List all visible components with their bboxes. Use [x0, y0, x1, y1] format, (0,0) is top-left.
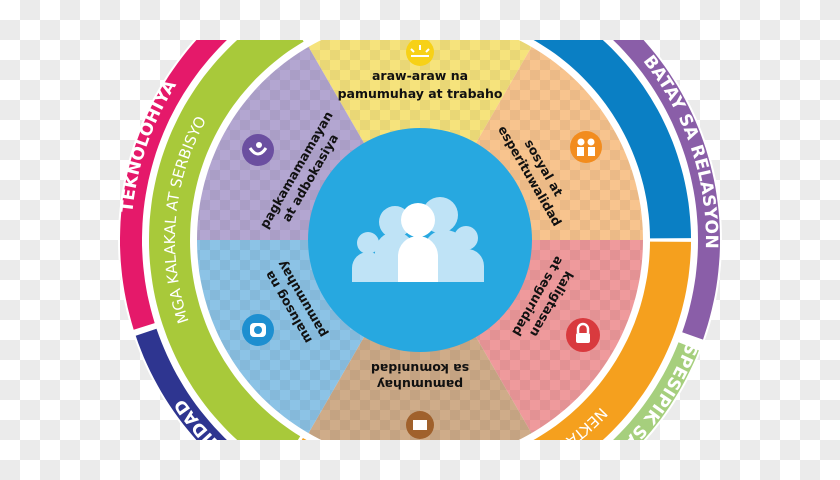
sector-label-araw-araw: araw-araw na pamumuhay at trabaho [338, 68, 503, 101]
people-pair-icon [570, 131, 602, 163]
svg-text:araw-araw na: araw-araw na [372, 68, 468, 83]
svg-text:sa komunidad: sa komunidad [371, 361, 469, 376]
middle-segment-kalakal [149, 40, 304, 440]
svg-text:pamumuhay: pamumuhay [377, 377, 463, 392]
outer-segment-teknolohiya [120, 40, 227, 330]
home-icon [406, 411, 434, 439]
middle-segment-patnubay [306, 40, 691, 239]
community-people-icon [352, 197, 484, 282]
health-icon [242, 314, 274, 346]
outer-segment-spesipik [613, 342, 699, 440]
advocacy-icon [242, 134, 274, 166]
outer-segment-komunidad [135, 328, 227, 440]
middle-label-patnubay: ATNUBAY [480, 0, 552, 32]
outer-segment-batay [613, 40, 720, 340]
sun-icon [406, 40, 434, 66]
svg-text:pamumuhay at trabaho: pamumuhay at trabaho [338, 86, 503, 101]
padlock-icon [566, 318, 600, 352]
middle-segment-nekta [301, 241, 691, 440]
